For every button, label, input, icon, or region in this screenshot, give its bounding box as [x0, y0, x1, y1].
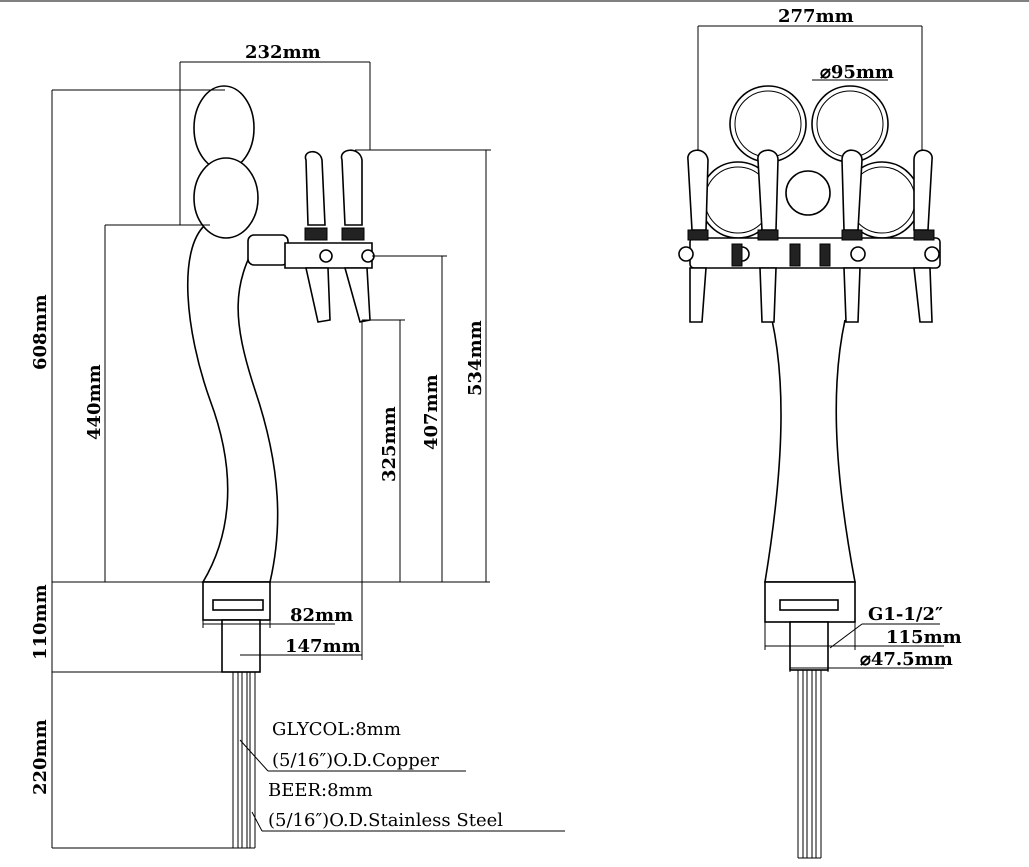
side-view: 232mm 608mm 440mm 325mm 407mm 534mm 110m… — [30, 42, 565, 849]
tower-body-side — [186, 224, 279, 583]
tap-spout-1 — [305, 267, 331, 323]
dim-front-flange: 115mm — [886, 627, 962, 648]
tap-knob-1 — [319, 249, 333, 263]
dim-side-handle-top: 534mm — [465, 320, 486, 396]
front-view: 277mm ⌀95mm G1-1/2″ 115mm ⌀47.5mm — [678, 6, 962, 859]
dim-front-width: 277mm — [778, 6, 854, 27]
dim-side-tap-height: 440mm — [84, 364, 105, 440]
note-beer-line1: BEER:8mm — [268, 780, 373, 801]
dim-side-flange-width: 82mm — [290, 605, 353, 626]
dim-front-shank: ⌀47.5mm — [860, 649, 953, 670]
dim-front-medallion: ⌀95mm — [820, 62, 894, 83]
note-glycol-line2: (5/16″)O.D.Copper — [272, 750, 439, 771]
tubes-front — [797, 670, 822, 859]
manifold-front — [689, 237, 941, 269]
tower-body-front — [764, 319, 856, 583]
medallion-bottom-side — [193, 157, 259, 239]
tap-handle-1 — [304, 150, 326, 226]
dim-side-spout-height: 325mm — [379, 406, 400, 482]
dim-side-width: 232mm — [245, 42, 321, 63]
dim-side-total-height: 608mm — [30, 294, 51, 370]
dim-side-tap-center: 407mm — [421, 374, 442, 450]
taps-front — [678, 149, 940, 323]
tap-bracket — [247, 234, 289, 266]
center-hub-front — [785, 170, 831, 216]
note-beer-line2: (5/16″)O.D.Stainless Steel — [268, 810, 503, 831]
base-nut-front — [779, 599, 839, 611]
tap-collar-2 — [341, 227, 365, 241]
tap-handle-2 — [340, 149, 363, 226]
dim-side-base-spout: 147mm — [285, 636, 361, 657]
dim-front-thread: G1-1/2″ — [868, 604, 943, 625]
note-glycol-line1: GLYCOL:8mm — [272, 719, 401, 740]
dim-side-tube-length: 220mm — [30, 719, 51, 795]
dim-side-base-height: 110mm — [30, 584, 51, 660]
base-shank-side — [221, 619, 261, 673]
tubes-side — [232, 672, 256, 849]
tap-collar-1 — [304, 227, 328, 241]
tap-spout-2 — [343, 267, 371, 323]
base-nut-side — [212, 599, 264, 611]
